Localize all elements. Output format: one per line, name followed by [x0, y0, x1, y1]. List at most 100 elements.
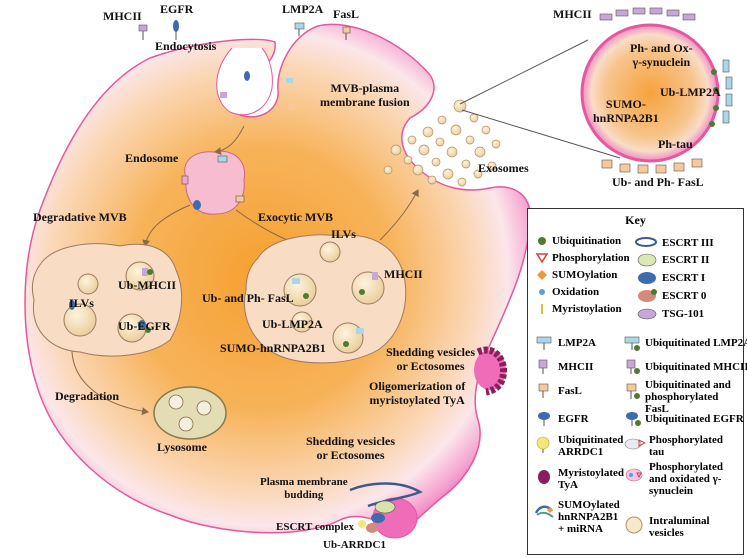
label-mhcii-mvb: MHCII	[384, 267, 423, 281]
key-myristoylated-tya: Myristoylated TyA	[558, 467, 624, 492]
key-fasl: FasL	[558, 385, 582, 397]
tsg101-icon	[637, 308, 657, 320]
escrt-ii-icon	[637, 253, 657, 267]
key-escrt-iii: ESCRT III	[662, 237, 714, 249]
exocytic-ilvs	[283, 241, 385, 354]
label-exocytic-mvb: Exocytic MVB	[258, 210, 333, 224]
key-ub-arrdc1: Ubiquitinated ARRDC1	[558, 434, 624, 459]
label-lmp2a-surface: LMP2A	[282, 2, 324, 16]
key-ubiquitination: Ubiquitination	[552, 235, 622, 247]
label-ub-lmp2a-mvb: Ub-LMP2A	[262, 317, 323, 331]
key-legend: Key Ubiquitination Phosphorylation SUMOy…	[527, 208, 747, 555]
key-oxidation: Oxidation	[552, 286, 600, 298]
label-ub-ph-fasl-mvb: Ub- and Ph- FasL	[202, 291, 294, 305]
myristoylated-tya-icon	[538, 470, 550, 484]
key-ub-ph-fasl: Ubiquitinated and phosphorylated FasL	[645, 379, 731, 416]
lysosome-contents	[168, 394, 212, 432]
ilv-icon	[625, 516, 643, 534]
lmp2a-icon	[536, 336, 552, 350]
myristoylated-tya-cluster	[476, 346, 508, 396]
label-lysosome: Lysosome	[157, 440, 208, 454]
label-degradation: Degradation	[55, 389, 119, 403]
arrow-degradation	[71, 344, 149, 416]
label-ph-ox-synuclein: Ph- and Ox- γ-synuclein	[630, 41, 693, 69]
label-sumo-hnrnpa2b1-exosome: SUMO- hnRNPA2B1	[593, 97, 659, 125]
sumoylation-icon	[537, 270, 547, 280]
ph-tau-icon	[624, 438, 646, 450]
mhcii-icon	[538, 359, 548, 374]
label-escrt-complex: ESCRT complex	[276, 521, 354, 533]
label-mhcii-surface: MHCII	[103, 9, 142, 23]
key-egfr: EGFR	[558, 413, 589, 425]
ub-ph-fasl-icon	[626, 383, 640, 399]
escrt-budding-complex	[349, 482, 423, 533]
sumo-hnrnpa2b1-icon	[534, 505, 554, 518]
endocytic-pit	[216, 47, 273, 116]
escrt-0-icon	[638, 289, 657, 302]
arrow-endosome-degradative	[142, 204, 191, 247]
label-shedding-vesicles-2: Shedding vesicles or Ectosomes	[306, 434, 396, 462]
key-phosphorylation: Phosphorylation	[552, 252, 630, 264]
key-ub-egfr: Ubiquitinated EGFR	[645, 413, 744, 425]
label-endosome: Endosome	[125, 151, 179, 165]
label-plasma-membrane-budding: Plasma membrane budding	[260, 476, 348, 501]
key-tsg101: TSG-101	[662, 308, 705, 320]
key-intraluminal-vesicles: Intraluminal vesicles	[649, 515, 710, 540]
escrt-i-icon	[638, 272, 656, 284]
key-escrt-0: ESCRT 0	[662, 290, 707, 302]
label-ub-lmp2a-exosome: Ub-LMP2A	[660, 85, 721, 99]
key-myristoylation: Myristoylation	[552, 303, 622, 315]
label-fasl-surface: FasL	[333, 7, 360, 21]
key-sumo-hnrnpa2b1: SUMOylated hnRNPA2B1 + miRNA	[558, 499, 620, 536]
label-oligomerization-tya: Oligomerization of myristoylated TyA	[369, 379, 466, 407]
exosome-cluster	[383, 99, 501, 187]
lysosome	[153, 386, 227, 440]
key-ub-mhcii: Ubiquitinated MHCII	[645, 361, 747, 373]
exosome-surface-proteins	[599, 7, 733, 174]
fasl-icon	[538, 383, 549, 398]
ub-mhcii-icon	[626, 359, 640, 374]
label-ub-egfr: Ub-EGFR	[118, 319, 171, 333]
degradative-mvb	[31, 243, 183, 357]
ph-ox-syn-icon	[625, 468, 643, 482]
zoom-line-top	[459, 39, 589, 105]
key-lmp2a: LMP2A	[558, 337, 596, 349]
myristoylation-icon	[541, 304, 543, 314]
key-sumoylation: SUMOylation	[552, 269, 618, 281]
exocytic-mvb	[244, 234, 407, 364]
label-exosomes: Exosomes	[478, 161, 529, 175]
ub-arrdc1-icon	[536, 436, 550, 453]
surface-receptors	[138, 20, 351, 110]
arrow-endocytosis-endosome	[214, 125, 245, 156]
label-mhcii-exosome: MHCII	[553, 7, 592, 21]
egfr-icon	[538, 412, 550, 426]
key-ph-ox-synuclein: Phosphorylated and oxidated γ- synuclein	[649, 461, 723, 498]
key-escrt-ii: ESCRT II	[662, 254, 710, 266]
label-egfr-surface: EGFR	[160, 2, 194, 16]
degradative-ilvs	[63, 261, 155, 343]
phosphorylation-icon	[536, 253, 548, 264]
key-ub-lmp2a: Ubiquitinated LMP2A	[645, 337, 747, 349]
key-title: Key	[625, 213, 646, 227]
label-ub-arrdc1: Ub-ARRDC1	[323, 539, 386, 551]
escrt-iii-icon	[635, 237, 657, 247]
endosome	[184, 150, 246, 215]
label-sumo-hnrnpa2b1-mvb: SUMO-hnRNPA2B1	[220, 341, 326, 355]
key-escrt-i: ESCRT I	[662, 272, 706, 284]
ub-lmp2a-icon	[624, 336, 640, 351]
key-ph-tau: Phosphorylated tau	[649, 434, 723, 459]
label-ub-ph-fasl-exosome: Ub- and Ph- FasL	[612, 175, 704, 189]
zoom-line-bottom	[461, 109, 621, 159]
arrow-exocytic-fusion	[379, 189, 419, 241]
label-ub-mhcii: Ub-MHCII	[118, 278, 177, 292]
label-degradative-mvb: Degradative MVB	[33, 210, 127, 224]
oxidation-icon	[539, 289, 545, 295]
ubiquitination-icon	[538, 237, 546, 245]
label-shedding-vesicles-1: Shedding vesicles or Ectosomes	[386, 345, 476, 373]
label-ilvs-exocytic: ILVs	[331, 227, 356, 241]
label-ph-tau: Ph-tau	[658, 137, 693, 151]
label-endocytosis: Endocytosis	[155, 39, 217, 53]
label-mvb-plasma-fusion: MVB-plasma membrane fusion	[320, 81, 410, 109]
